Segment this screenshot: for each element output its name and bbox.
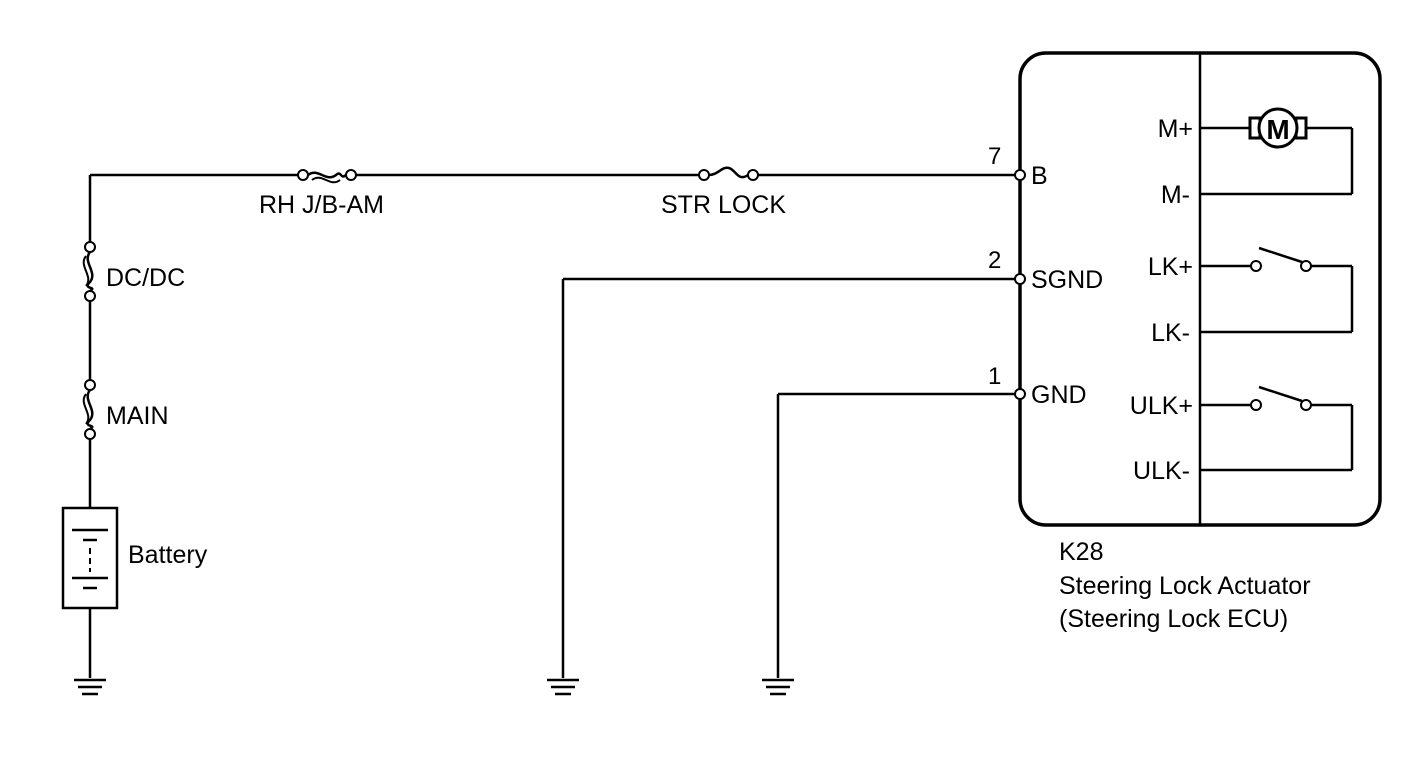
motor-icon: M xyxy=(1248,107,1308,149)
lk-switch-circuit xyxy=(1200,264,1354,334)
pin-b-name: B xyxy=(1031,162,1048,190)
motor-circuit xyxy=(1200,126,1354,196)
pin-gnd-number: 1 xyxy=(988,363,1001,390)
dc-dc-fuse xyxy=(82,241,96,302)
battery-symbol xyxy=(61,506,119,610)
ulk-switch-icon xyxy=(1250,385,1312,411)
pin-sgnd-node xyxy=(1014,273,1026,285)
pin-gnd-name: GND xyxy=(1031,381,1087,409)
motor-letter: M xyxy=(1266,114,1289,145)
component-subname: (Steering Lock ECU) xyxy=(1059,605,1288,633)
terminal-lk-minus: LK- xyxy=(1151,319,1190,347)
main-fuse xyxy=(82,379,96,440)
component-code: K28 xyxy=(1059,538,1103,566)
pin-sgnd-number: 2 xyxy=(988,247,1001,274)
dc-dc-fuse-label: DC/DC xyxy=(106,264,185,292)
terminal-ulk-minus: ULK- xyxy=(1133,457,1190,485)
rh-jb-am-fuse xyxy=(297,169,357,184)
gnd-wire xyxy=(762,392,1015,696)
battery-label: Battery xyxy=(128,541,208,569)
component-name: Steering Lock Actuator xyxy=(1059,572,1311,600)
ecu-box xyxy=(1018,51,1382,527)
pin-sgnd-name: SGND xyxy=(1031,266,1103,294)
terminal-m-minus: M- xyxy=(1161,181,1190,209)
str-lock-fuse-label: STR LOCK xyxy=(661,191,786,219)
ground-icon xyxy=(74,678,106,696)
terminal-m-plus: M+ xyxy=(1158,115,1193,143)
rh-jb-am-fuse-label: RH J/B-AM xyxy=(259,191,384,219)
terminal-ulk-plus: ULK+ xyxy=(1130,392,1193,420)
pin-b-number: 7 xyxy=(988,143,1001,170)
main-fuse-label: MAIN xyxy=(106,402,169,430)
pin-b-node xyxy=(1014,169,1026,181)
ulk-switch-circuit xyxy=(1200,403,1354,472)
str-lock-fuse xyxy=(698,166,759,181)
lk-switch-icon xyxy=(1250,246,1312,272)
terminal-lk-plus: LK+ xyxy=(1148,253,1193,281)
sgnd-wire xyxy=(547,277,1015,696)
pin-gnd-node xyxy=(1014,388,1026,400)
